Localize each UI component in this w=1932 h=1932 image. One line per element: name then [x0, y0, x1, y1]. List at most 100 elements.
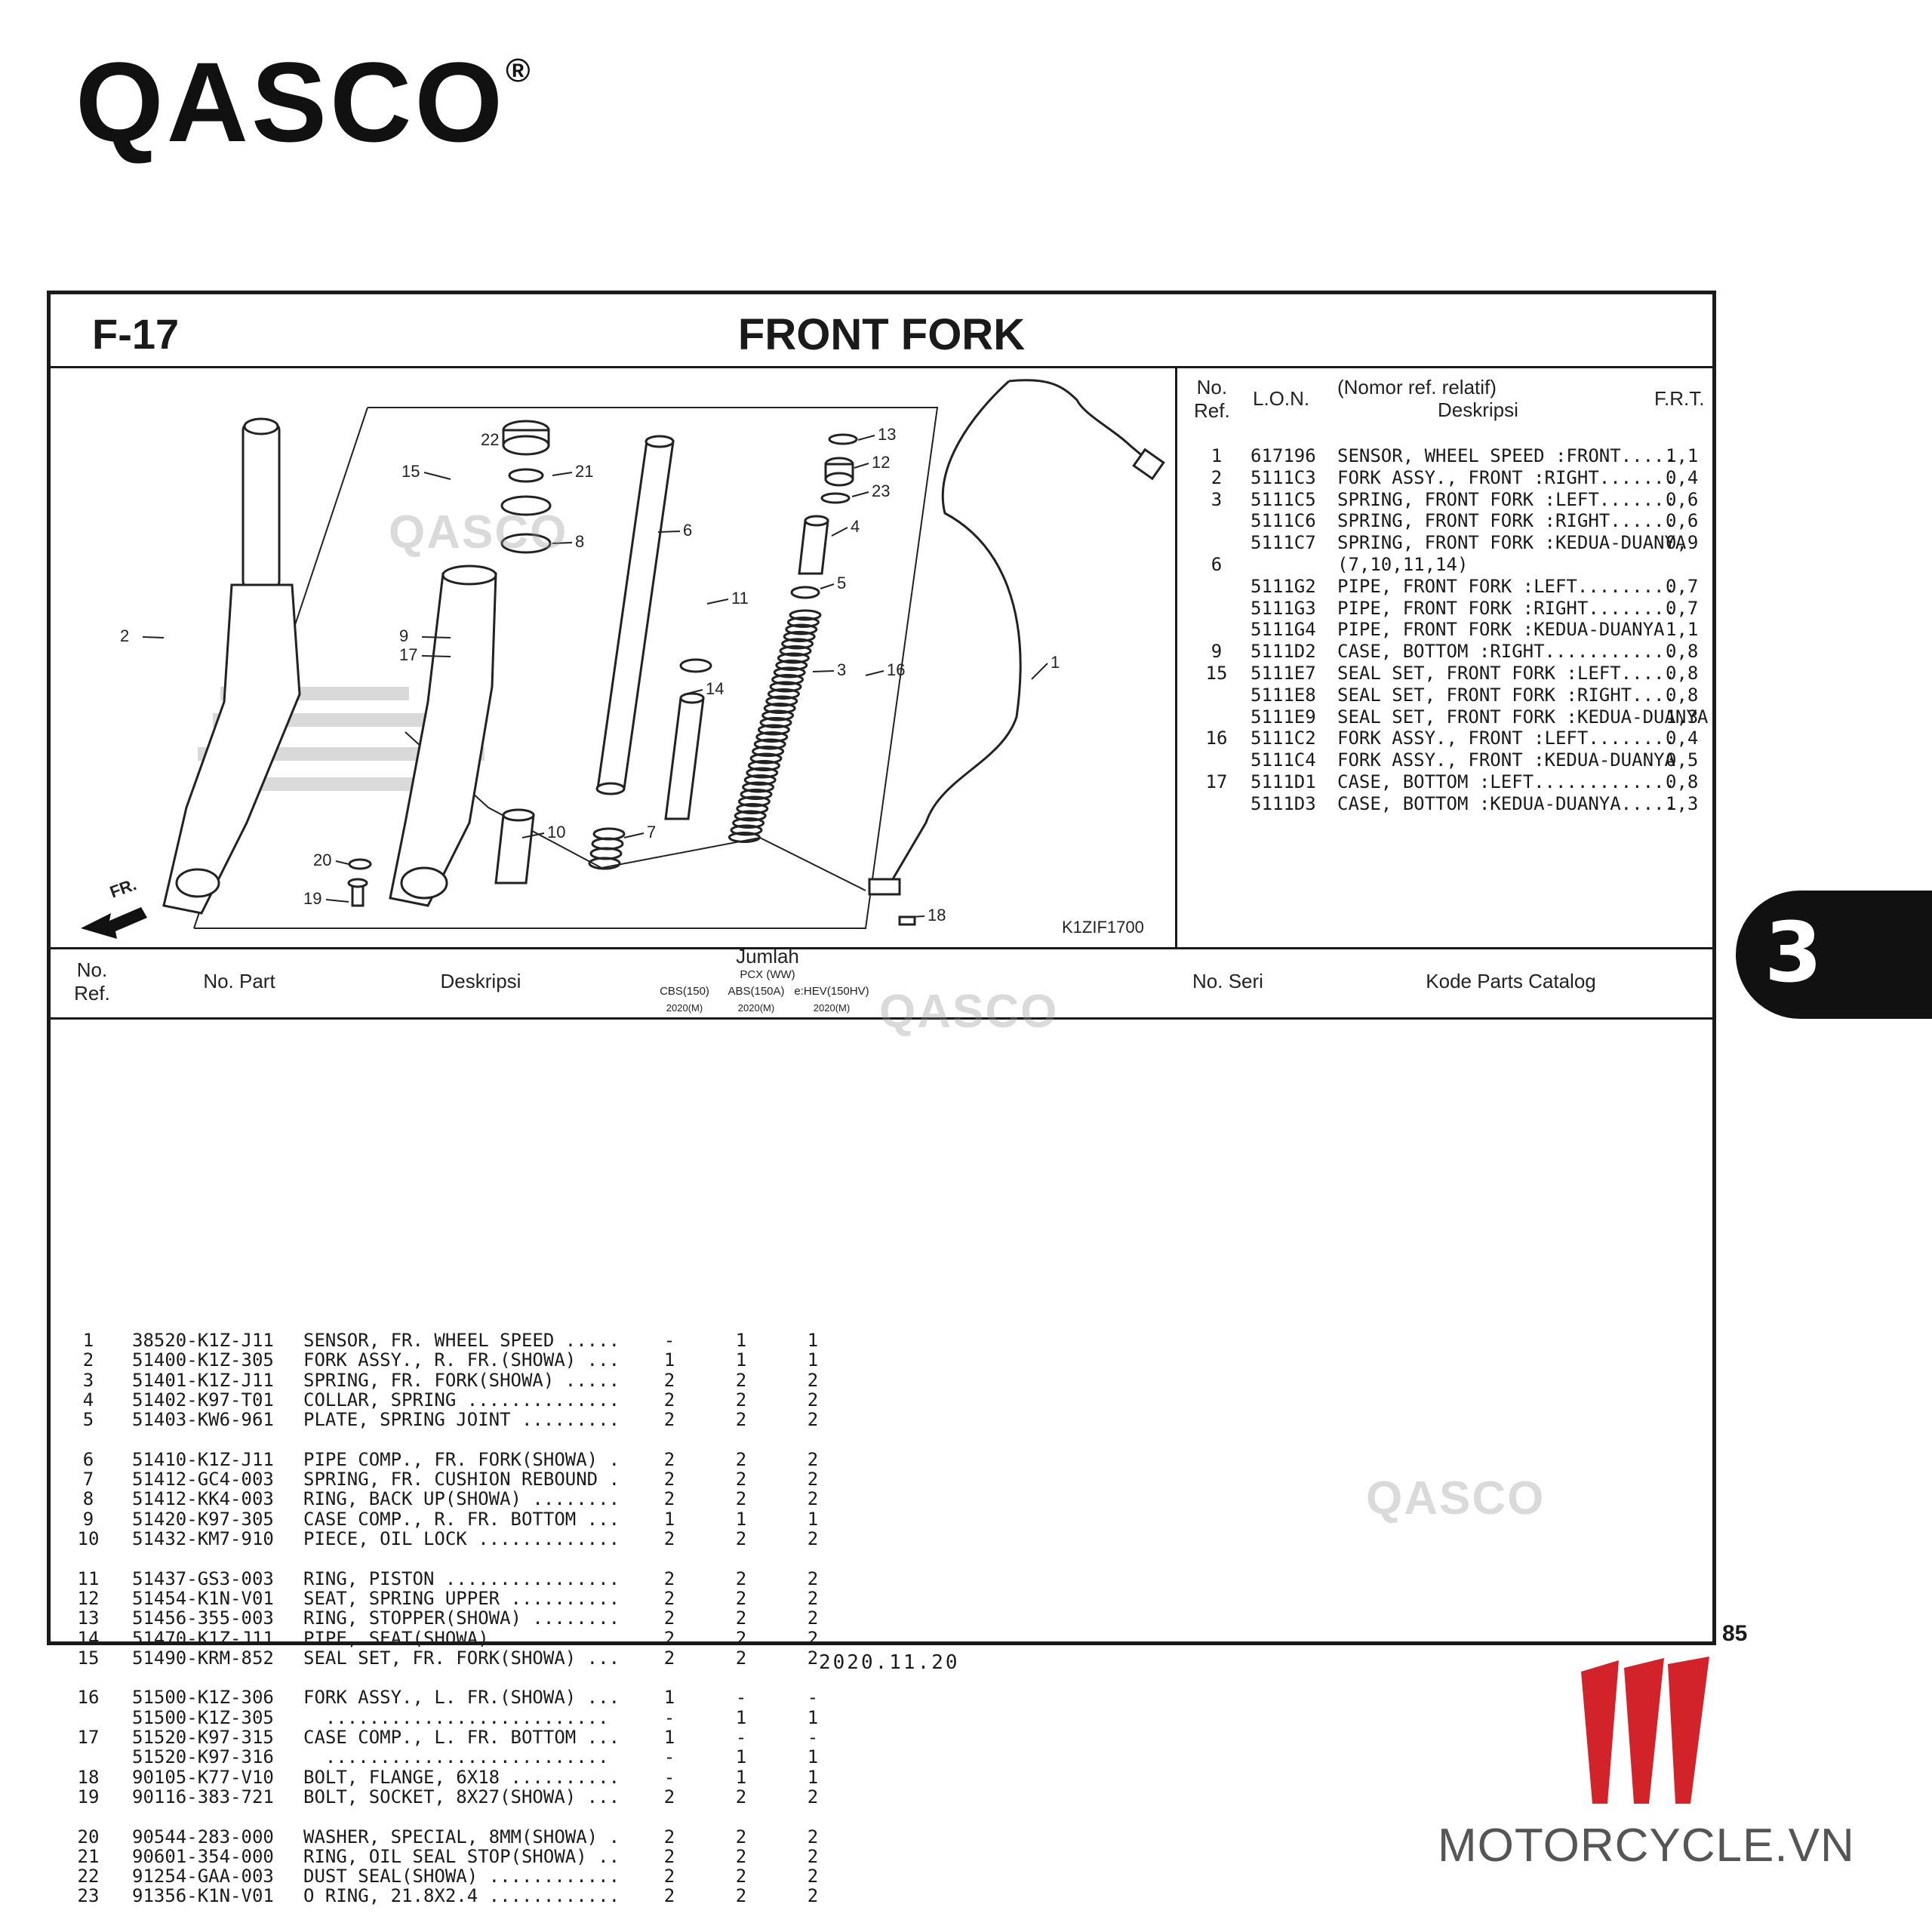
fork-pipe: [595, 435, 675, 795]
lon-header-noref: No.Ref.: [1194, 376, 1230, 422]
spring-coil: [779, 645, 812, 657]
parts-cell-part: 51500-K1Z-305: [132, 1706, 274, 1728]
lon-cell-desc: (7,10,11,14): [1337, 554, 1469, 575]
parts-cell-q1: 2: [663, 1786, 675, 1807]
lon-cell-lon: 5111C4: [1251, 749, 1316, 771]
callout-8: 8: [575, 532, 584, 551]
parts-cell-q3: 2: [807, 1647, 819, 1669]
parts-cell-ref: 9: [82, 1508, 94, 1530]
parts-cell-part: 51520-K97-316: [132, 1746, 274, 1768]
parts-cell-q2: 2: [735, 1448, 747, 1470]
parts-cell-q1: 2: [663, 1389, 675, 1411]
parts-cell-q1: -: [663, 1330, 675, 1351]
spring-coil: [736, 803, 769, 814]
spring-coil: [753, 738, 786, 750]
parts-header-desc: Deskripsi: [440, 970, 521, 992]
parts-cell-q1: 2: [663, 1647, 675, 1669]
parts-cell-ref: 6: [82, 1448, 94, 1470]
spring-coil: [761, 709, 795, 721]
parts-cell-q1: 2: [663, 1448, 675, 1470]
lon-cell-frt: 0,4: [1666, 728, 1699, 749]
lon-cell-desc: PIPE, FRONT FORK :KEDUA-DUANYA: [1337, 619, 1665, 641]
parts-cell-q2: 1: [735, 1766, 747, 1788]
spring-coil: [730, 824, 763, 836]
parts-cell-q3: 2: [807, 1587, 819, 1609]
parts-cell-desc: CASE COMP., R. FR. BOTTOM ...: [303, 1508, 620, 1530]
callout-16: 16: [887, 660, 905, 679]
parts-cell-desc: SEAT, SPRING UPPER ..........: [303, 1587, 620, 1609]
callout-leader: [142, 636, 165, 638]
parts-cell-q2: 2: [735, 1885, 747, 1907]
callout-13: 13: [878, 425, 896, 444]
parts-cell-q3: 2: [807, 1369, 819, 1391]
callout-leader: [812, 670, 835, 672]
parts-cell-part: 51402-K97-T01: [132, 1389, 274, 1411]
parts-cell-desc: COLLAR, SPRING ..............: [303, 1389, 620, 1411]
parts-cell-q2: 2: [735, 1786, 747, 1807]
lon-cell-frt: 1,3: [1666, 792, 1699, 814]
parts-cell-part: 51403-KW6-961: [132, 1409, 274, 1431]
parts-cell-part: 51400-K1Z-305: [132, 1349, 274, 1371]
figure-code: F-17: [92, 310, 180, 358]
parts-cell-q3: 1: [807, 1330, 819, 1351]
parts-cell-q3: 1: [807, 1349, 819, 1371]
parts-cell-part: 91254-GAA-003: [132, 1866, 274, 1887]
watermark: QASCO: [879, 986, 1059, 1038]
parts-cell-q2: 2: [735, 1627, 747, 1649]
spring-coil: [757, 724, 790, 736]
lon-cell-desc: SPRING, FRONT FORK :RIGHT......: [1337, 510, 1675, 532]
lon-cell-ref: 9: [1211, 641, 1223, 663]
divider: [51, 366, 1712, 368]
spring-coil: [742, 781, 775, 793]
lon-cell-desc: CASE, BOTTOM :LEFT.............: [1337, 771, 1675, 792]
page-title: FRONT FORK: [737, 310, 1026, 359]
parts-cell-part: 90544-283-000: [132, 1826, 274, 1847]
parts-cell-part: 51401-K1Z-J11: [132, 1369, 274, 1391]
callout-10: 10: [547, 823, 565, 841]
parts-cell-ref: 12: [77, 1587, 100, 1609]
page-number: 85: [1722, 1621, 1748, 1646]
lon-cell-frt: 1,1: [1666, 619, 1699, 641]
callout-14: 14: [706, 679, 724, 698]
callout-1: 1: [1051, 653, 1060, 672]
spring-coil: [777, 652, 810, 664]
parts-cell-desc: FORK ASSY., R. FR.(SHOWA) ...: [303, 1349, 620, 1371]
lon-cell-ref: 17: [1205, 771, 1228, 792]
lon-cell-lon: 5111G2: [1251, 575, 1316, 597]
parts-cell-part: 51432-KM7-910: [132, 1528, 274, 1549]
parts-cell-q3: 2: [807, 1409, 819, 1431]
callout-leader: [865, 670, 884, 676]
spring-coil: [749, 752, 783, 764]
lon-cell-frt: 0,5: [1666, 749, 1699, 771]
parts-cell-q1: 2: [663, 1409, 675, 1431]
spring-coil: [786, 617, 820, 628]
parts-cell-q3: 1: [807, 1706, 819, 1728]
oil-lock-piece: [494, 808, 535, 884]
lon-cell-lon: 5111E7: [1251, 663, 1316, 684]
fork-assembly-right: [162, 417, 301, 915]
front-direction-label: FR.: [107, 875, 139, 902]
parts-cell-part: 51420-K97-305: [132, 1508, 274, 1530]
rebound-spring: [588, 827, 626, 870]
lon-header-desc: Deskripsi: [1438, 398, 1518, 421]
parts-cell-q3: -: [807, 1727, 819, 1748]
parts-cell-q2: 2: [735, 1607, 747, 1629]
parts-cell-desc: SENSOR, FR. WHEEL SPEED .....: [303, 1330, 620, 1351]
callout-leader: [335, 860, 349, 865]
parts-cell-part: 51410-K1Z-J11: [132, 1448, 274, 1470]
lon-cell-desc: FORK ASSY., FRONT :KEDUA-DUANYA: [1337, 749, 1675, 771]
callout-leader: [421, 655, 451, 657]
lon-cell-ref: 15: [1205, 663, 1228, 684]
callout-2: 2: [120, 626, 129, 645]
parts-cell-part: 51500-K1Z-306: [132, 1687, 274, 1709]
lon-cell-frt: 0,8: [1666, 771, 1699, 792]
lon-cell-frt: 0,9: [1666, 532, 1699, 554]
lon-cell-ref: 6: [1211, 554, 1223, 575]
parts-cell-desc: BOLT, FLANGE, 6X18 ..........: [303, 1766, 620, 1788]
parts-header-col3: e:HEV(150HV): [794, 985, 869, 998]
lon-cell-lon: 5111D2: [1251, 641, 1316, 663]
spring-coil: [759, 717, 792, 728]
parts-cell-desc: PLATE, SPRING JOINT .........: [303, 1409, 620, 1431]
spring-coil: [771, 674, 804, 685]
lon-cell-desc: SENSOR, WHEEL SPEED :FRONT.....: [1337, 445, 1675, 466]
